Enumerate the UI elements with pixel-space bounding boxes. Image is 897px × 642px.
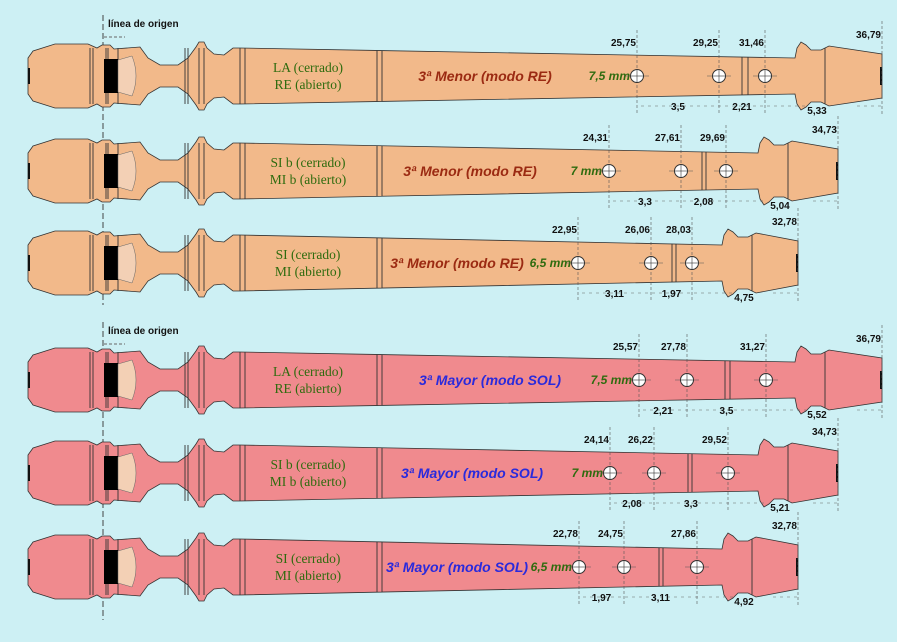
- mode-label: 3ª Mayor (modo SOL): [401, 465, 543, 481]
- window: [104, 456, 118, 490]
- hole-distance: 27,86: [671, 529, 696, 540]
- bell-distance: 4,75: [734, 293, 754, 304]
- recorder-1: LA (cerrado) RE (abierto) 3ª Menor (modo R…: [27, 21, 883, 117]
- hole-distance: 27,78: [661, 342, 686, 353]
- hole-distance: 24,75: [598, 529, 623, 540]
- interval-label: 3,5: [720, 406, 734, 417]
- bell-distance: 5,21: [770, 503, 790, 514]
- bore-label: 6,5 mm: [530, 256, 572, 270]
- hole-distance: 25,75: [611, 38, 636, 49]
- hole-distance: 24,14: [584, 435, 609, 446]
- labium: [117, 359, 137, 401]
- window: [104, 59, 118, 93]
- mode-label: 3ª Mayor (modo SOL): [419, 372, 561, 388]
- bore-label: 7 mm: [572, 466, 604, 480]
- hole-distance: 29,69: [700, 133, 725, 144]
- hole-distance: 29,25: [693, 38, 718, 49]
- end-distance: 36,79: [856, 30, 881, 41]
- labium: [117, 546, 137, 588]
- labium: [117, 242, 137, 284]
- end-distance: 34,73: [812, 427, 837, 438]
- hole-distance: 28,03: [666, 225, 691, 236]
- interval-label: 2,08: [622, 499, 642, 510]
- labium: [117, 150, 137, 192]
- mode-label: 3ª Menor (modo RE): [390, 255, 524, 271]
- note-label: LA (cerrado): [273, 60, 343, 75]
- bell-distance: 5,33: [807, 106, 827, 117]
- interval-label: 3,5: [671, 102, 685, 113]
- interval-label: 1,97: [592, 593, 612, 604]
- mode-label: 3ª Mayor (modo SOL): [386, 559, 528, 575]
- hole-distance: 27,61: [655, 133, 680, 144]
- note-label: MI b (abierto): [270, 474, 346, 489]
- end-distance: 36,79: [856, 334, 881, 345]
- end-distance: 32,78: [772, 217, 797, 228]
- hole-distance: 29,52: [702, 435, 727, 446]
- interval-label: 3,3: [638, 197, 652, 208]
- mode-label: 3ª Menor (modo RE): [403, 163, 537, 179]
- bore-label: 7,5 mm: [591, 373, 633, 387]
- bore-label: 7,5 mm: [589, 69, 631, 83]
- note-label: SI (cerrado): [276, 247, 341, 262]
- hole-distance: 24,31: [583, 133, 608, 144]
- recorder-5: SI b (cerrado) MI b (abierto) 3ª Mayor (mo…: [27, 418, 839, 514]
- labium: [117, 55, 137, 97]
- recorder-3: SI (cerrado) MI (abierto) 3ª Menor (modo R…: [27, 208, 799, 304]
- note-label: SI (cerrado): [276, 551, 341, 566]
- origin-label: línea de origen: [108, 326, 179, 337]
- note-label: MI b (abierto): [270, 172, 346, 187]
- interval-label: 1,97: [662, 289, 682, 300]
- window: [104, 246, 118, 280]
- hole-distance: 25,57: [613, 342, 638, 353]
- note-label: RE (abierto): [274, 381, 341, 396]
- interval-label: 3,3: [684, 499, 698, 510]
- window: [104, 154, 118, 188]
- interval-label: 2,08: [694, 197, 714, 208]
- bell-distance: 4,92: [734, 597, 754, 608]
- bore-label: 6,5 mm: [531, 560, 573, 574]
- note-label: SI b (cerrado): [271, 155, 346, 170]
- interval-label: 3,11: [605, 289, 624, 300]
- interval-label: 3,11: [651, 593, 670, 604]
- hole-distance: 22,78: [553, 529, 578, 540]
- hole-distance: 31,27: [740, 342, 765, 353]
- recorder-2: SI b (cerrado) MI b (abierto) 3ª Menor (mo…: [27, 116, 839, 212]
- hole-distance: 26,06: [625, 225, 650, 236]
- window: [104, 550, 118, 584]
- note-label: SI b (cerrado): [271, 457, 346, 472]
- recorder-4: LA (cerrado) RE (abierto) 3ª Mayor (modo S…: [27, 325, 883, 421]
- hole-distance: 31,46: [739, 38, 764, 49]
- interval-label: 2,21: [653, 406, 673, 417]
- bore-label: 7 mm: [571, 164, 603, 178]
- window: [104, 363, 118, 397]
- bell-distance: 5,04: [770, 201, 790, 212]
- interval-label: 2,21: [732, 102, 752, 113]
- note-label: RE (abierto): [274, 77, 341, 92]
- hole-distance: 22,95: [552, 225, 577, 236]
- bell-distance: 5,52: [807, 410, 827, 421]
- note-label: LA (cerrado): [273, 364, 343, 379]
- note-label: MI (abierto): [275, 264, 341, 279]
- origin-label: línea de origen: [108, 19, 179, 30]
- hole-distance: 26,22: [628, 435, 653, 446]
- end-distance: 34,73: [812, 125, 837, 136]
- mode-label: 3ª Menor (modo RE): [418, 68, 552, 84]
- labium: [117, 452, 137, 494]
- end-distance: 32,78: [772, 521, 797, 532]
- note-label: MI (abierto): [275, 568, 341, 583]
- recorder-6: SI (cerrado) MI (abierto) 3ª Mayor (modo S…: [27, 512, 799, 608]
